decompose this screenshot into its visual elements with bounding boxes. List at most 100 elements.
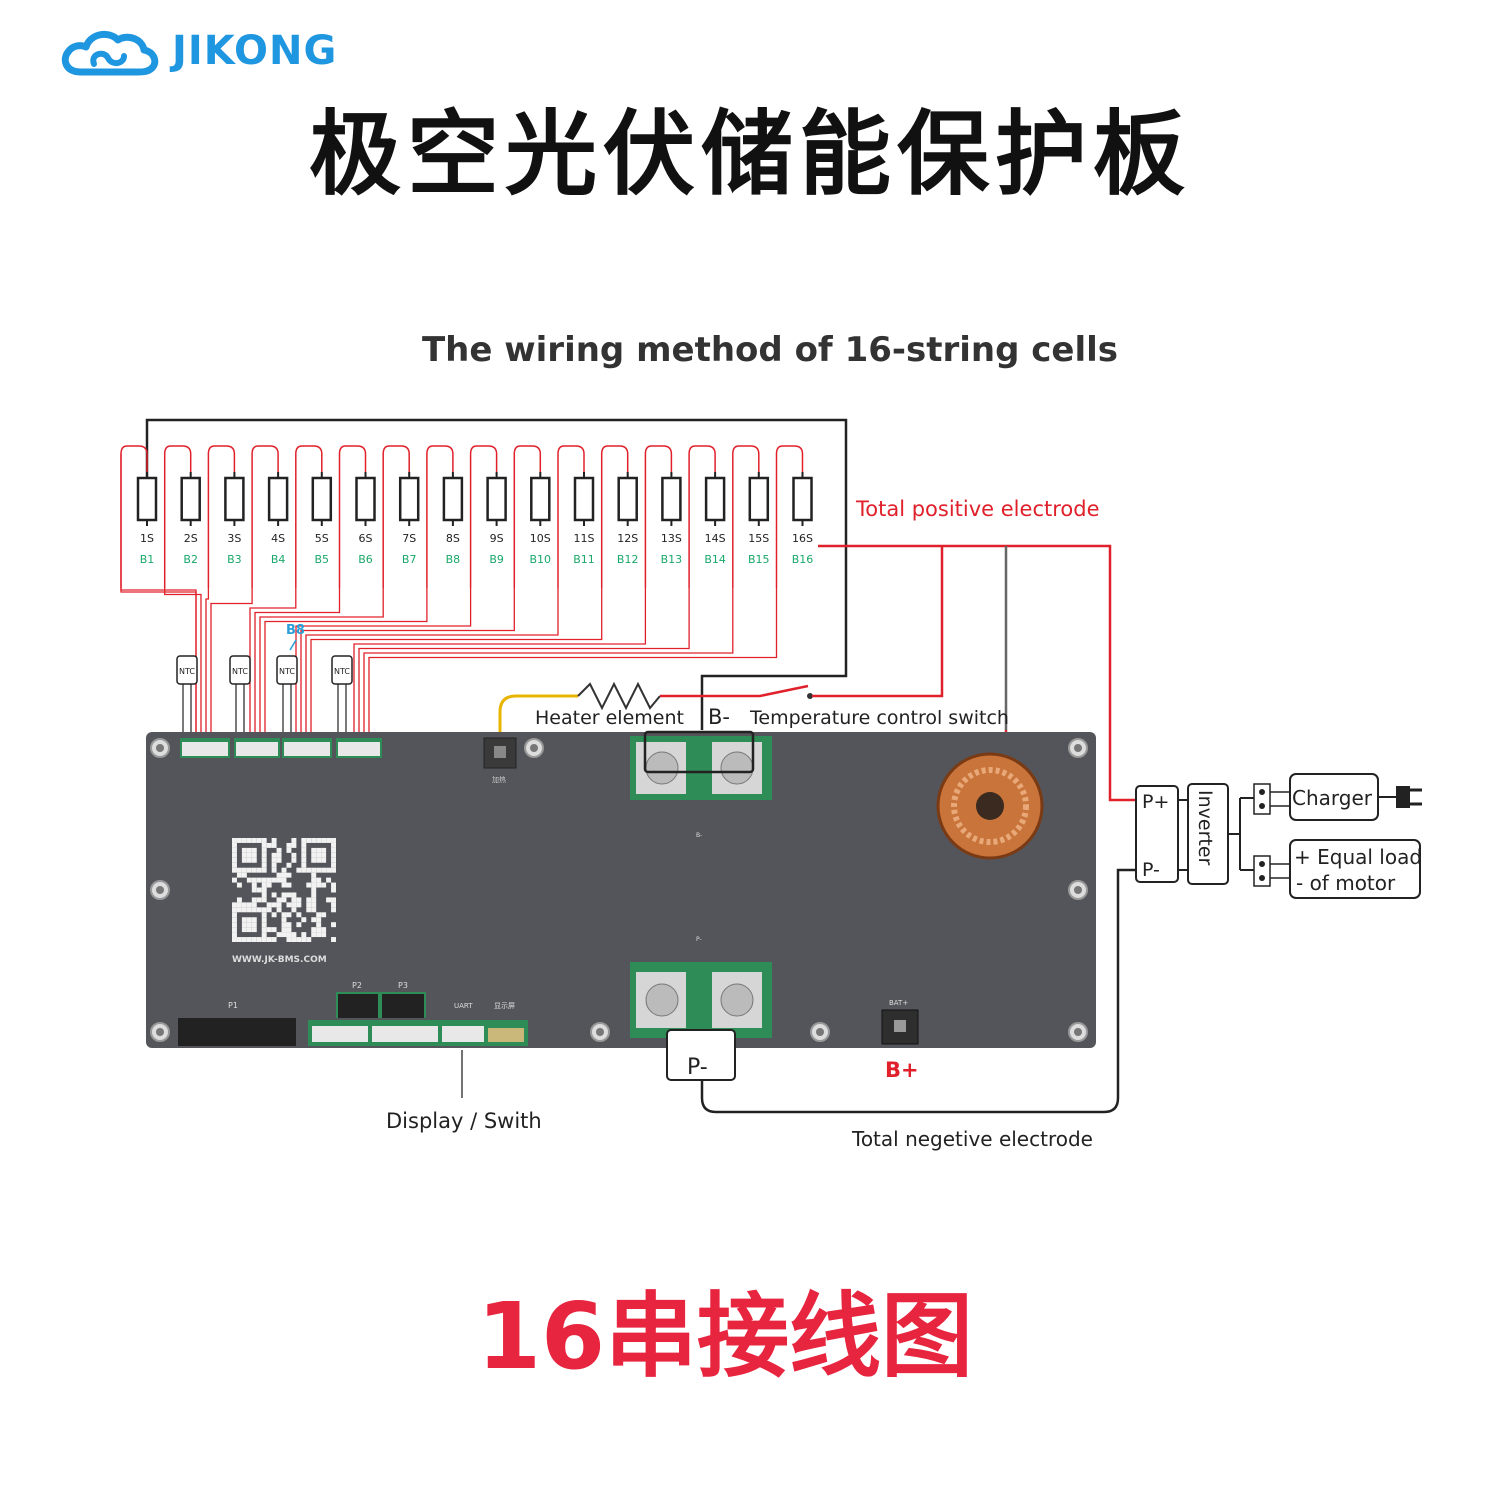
qr-module	[236, 882, 242, 888]
qr-module	[301, 862, 307, 868]
switch-wire-left	[702, 684, 809, 698]
qr-module	[261, 842, 267, 848]
qr-module	[271, 838, 277, 843]
ntc-sensor-icon	[276, 655, 298, 685]
qr-module	[266, 937, 272, 942]
pminus-bolt-right	[720, 983, 754, 1017]
qr-module	[241, 917, 247, 923]
qr-module	[331, 882, 336, 888]
qr-module	[266, 882, 272, 888]
cell-label-bg	[699, 526, 730, 570]
qr-module	[326, 838, 332, 843]
p1-connector	[178, 1018, 296, 1046]
qr-module	[251, 838, 257, 843]
qr-module	[256, 877, 262, 883]
balance-wire	[300, 588, 515, 740]
qr-module	[241, 857, 247, 863]
qr-module	[301, 937, 307, 942]
qr-module	[236, 867, 242, 873]
qr-module	[311, 887, 317, 893]
balance-connectors	[180, 738, 382, 758]
toroid-winding	[951, 767, 1029, 845]
qr-module	[316, 882, 322, 888]
qr-module	[271, 862, 277, 868]
qr-module	[311, 927, 317, 933]
qr-module	[286, 892, 292, 898]
output-terminal-box	[1135, 785, 1179, 883]
qr-module	[232, 902, 237, 908]
qr-module	[311, 897, 317, 903]
qr-module	[321, 932, 327, 938]
heater-port-label: 加热	[492, 775, 506, 784]
qr-module	[261, 927, 267, 933]
cell-series-label: 11S	[574, 532, 595, 545]
qr-module	[266, 902, 272, 908]
mounting-hole-center	[1074, 744, 1082, 752]
qr-module	[311, 872, 317, 878]
equal-load-label-2: - of motor	[1296, 871, 1396, 895]
charger-label: Charger	[1292, 786, 1373, 810]
qr-module	[241, 927, 247, 933]
qr-module	[291, 892, 297, 898]
qr-module	[326, 867, 332, 873]
qr-module	[296, 867, 302, 873]
qr-module	[286, 922, 292, 928]
qr-module	[261, 852, 267, 858]
qr-module	[246, 857, 252, 863]
qr-module	[281, 892, 287, 898]
mounting-hole-center	[156, 1028, 164, 1036]
qr-module	[331, 867, 336, 873]
qr-module	[232, 937, 237, 942]
balance-loop	[513, 445, 542, 588]
qr-module	[281, 872, 287, 878]
battery-cell	[224, 476, 245, 522]
qr-module	[331, 902, 336, 908]
bminus-bolt-right	[720, 751, 754, 785]
qr-module	[301, 847, 307, 853]
charger-pin-2	[1259, 803, 1265, 809]
qr-module	[241, 872, 247, 878]
qr-module	[301, 852, 307, 858]
cell-label-bg	[131, 526, 161, 570]
qr-module	[261, 857, 267, 863]
qr-module	[271, 927, 277, 933]
qr-module	[246, 852, 252, 858]
balance-loop	[469, 445, 498, 588]
qr-module	[232, 867, 237, 873]
battery-cell	[748, 476, 770, 522]
connector-a	[312, 1026, 368, 1042]
bottom-title: 16串接线图	[476, 1283, 974, 1390]
qr-module	[271, 892, 277, 898]
positive-main-wire	[818, 544, 1136, 802]
balance-connector	[284, 742, 330, 756]
cell-series-label: 15S	[748, 532, 769, 545]
qr-module	[296, 922, 302, 928]
qr-module	[311, 857, 317, 863]
qr-module	[261, 907, 267, 913]
balance-wire	[259, 588, 384, 740]
qr-module	[246, 907, 252, 913]
qr-module	[251, 907, 257, 913]
qr-module	[256, 897, 262, 903]
balance-loop	[295, 445, 323, 588]
qr-module	[241, 902, 247, 908]
main-negative-wire	[145, 418, 848, 730]
cell-balance-label: B15	[748, 553, 770, 566]
bms-board	[146, 732, 1096, 1048]
ntc-label: NTC	[334, 667, 350, 676]
balance-wire	[164, 588, 202, 740]
qr-module	[276, 902, 282, 908]
balance-loop	[207, 445, 236, 588]
qr-module	[271, 912, 277, 918]
qr-module	[276, 877, 282, 883]
qr-module	[316, 838, 322, 843]
cell-balance-label: B10	[530, 553, 552, 566]
battery-cell	[704, 476, 726, 522]
qr-module	[291, 937, 297, 942]
cell-series-label: 7S	[402, 532, 416, 545]
cell-label-bg	[174, 526, 205, 570]
qr-module	[246, 922, 252, 928]
connector-b	[372, 1026, 438, 1042]
qr-module	[286, 927, 292, 933]
load-pin-1	[1259, 861, 1265, 867]
